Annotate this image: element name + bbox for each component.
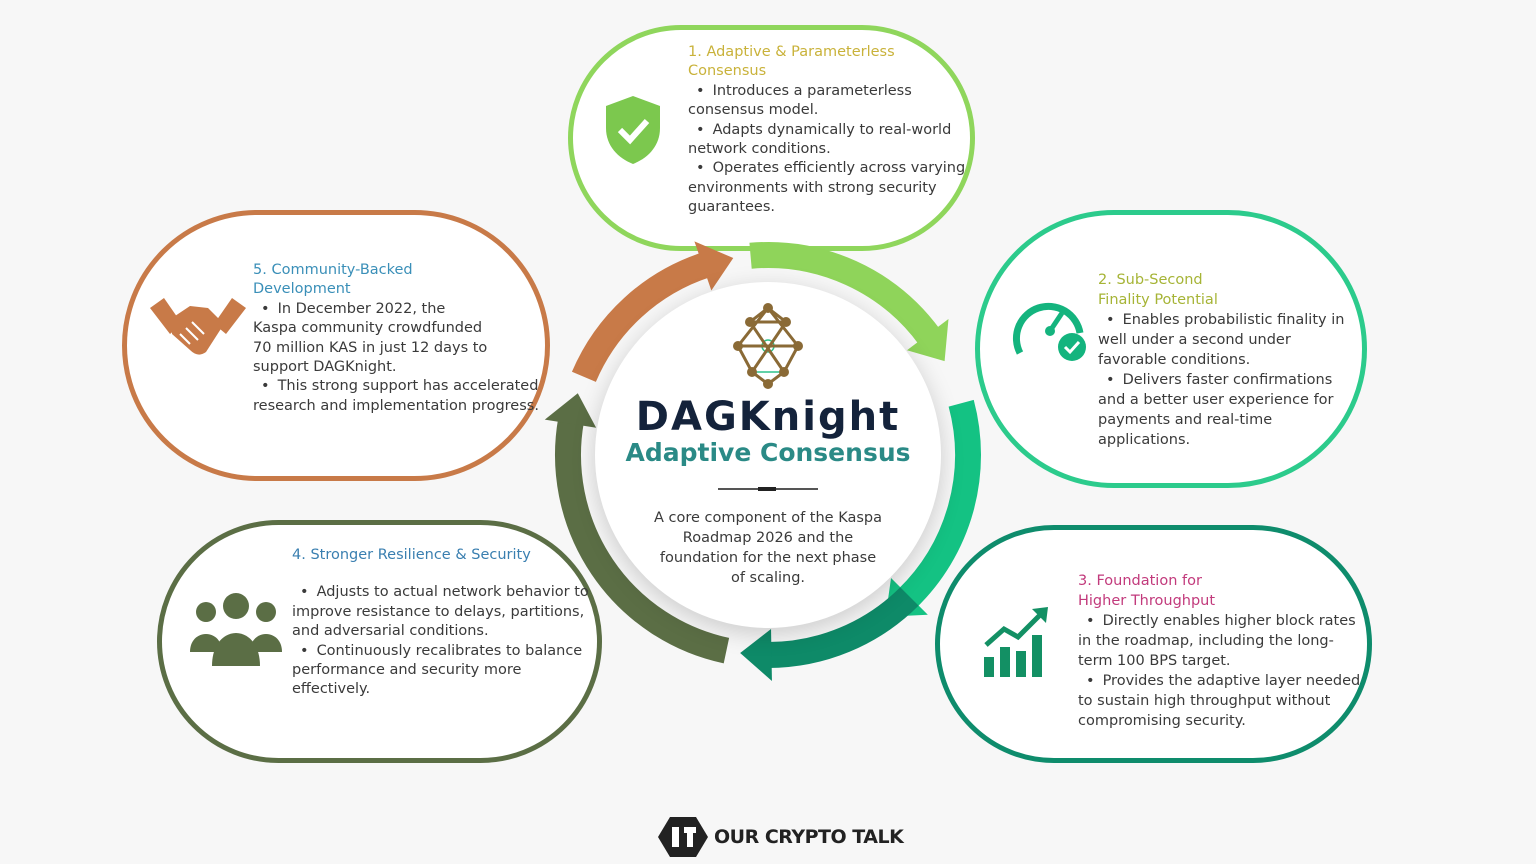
- card-5: 5. Community-Backed Development In Decem…: [253, 261, 548, 416]
- network-node-icon: [733, 303, 803, 389]
- cycle-arrow-2: [897, 399, 981, 609]
- card-4-bullet: Continuously recalibrates to balance per…: [292, 642, 592, 700]
- card-5-bullet: In December 2022, the Kaspa community cr…: [253, 300, 493, 378]
- main-title: DAGKnight: [635, 394, 901, 440]
- brand-logo: OUR CRYPTO TALK: [658, 815, 904, 859]
- card-2-title: 2. Sub-Second Finality Potential: [1098, 272, 1218, 308]
- arrowhead-icon: [694, 241, 734, 291]
- card-2: 2. Sub-Second Finality Potential Enables…: [1098, 270, 1348, 450]
- gauge-check-icon: [1012, 302, 1086, 361]
- center-circle: DAGKnight Adaptive Consensus A core comp…: [595, 282, 941, 628]
- cycle-arrow-4: [555, 418, 730, 664]
- card-1: 1. Adaptive & Parameterless Consensus In…: [688, 43, 973, 218]
- card-5-bullet: This strong support has accelerated rese…: [253, 377, 548, 416]
- card-4-bullet: Adjusts to actual network behavior to im…: [292, 583, 592, 641]
- arrowhead-icon: [544, 393, 597, 428]
- card-3-bullet: Directly enables higher block rates in t…: [1078, 611, 1368, 671]
- card-1-bullet: Introduces a parameterless consensus mod…: [688, 82, 973, 121]
- brand-name: OUR CRYPTO TALK: [714, 826, 904, 848]
- divider: [718, 487, 818, 491]
- card-3-title: 3. Foundation for Higher Throughput: [1078, 573, 1216, 609]
- card-1-bullet: Adapts dynamically to real-world network…: [688, 121, 973, 160]
- cycle-arrow-1: [749, 242, 941, 346]
- arrowhead-icon: [740, 628, 772, 681]
- card-4: 4. Stronger Resilience & Security Adjust…: [292, 546, 592, 700]
- bar-chart-growth-icon: [984, 607, 1048, 677]
- card-3: 3. Foundation for Higher Throughput Dire…: [1078, 571, 1368, 731]
- main-subtitle: Adaptive Consensus: [625, 438, 911, 467]
- cycle-arrow-3: [767, 587, 919, 668]
- card-2-bullet: Delivers faster confirmations and a bett…: [1098, 370, 1348, 450]
- shield-check-icon: [606, 96, 660, 164]
- card-1-bullet: Operates efficiently across varying envi…: [688, 159, 973, 217]
- cycle-arrow-5: [571, 252, 711, 383]
- arrowhead-icon: [906, 318, 949, 362]
- card-3-bullet: Provides the adaptive layer needed to su…: [1078, 671, 1368, 731]
- card-5-title: 5. Community-Backed Development: [253, 262, 413, 298]
- main-description: A core component of the Kaspa Roadmap 20…: [654, 510, 882, 586]
- card-1-title: 1. Adaptive & Parameterless Consensus: [688, 44, 895, 80]
- card-4-title: 4. Stronger Resilience & Security: [292, 547, 531, 563]
- card-2-bullet: Enables probabilistic finality in well u…: [1098, 310, 1348, 370]
- brand-logo-icon: [658, 817, 708, 857]
- people-group-icon: [190, 593, 282, 666]
- handshake-icon: [150, 298, 246, 355]
